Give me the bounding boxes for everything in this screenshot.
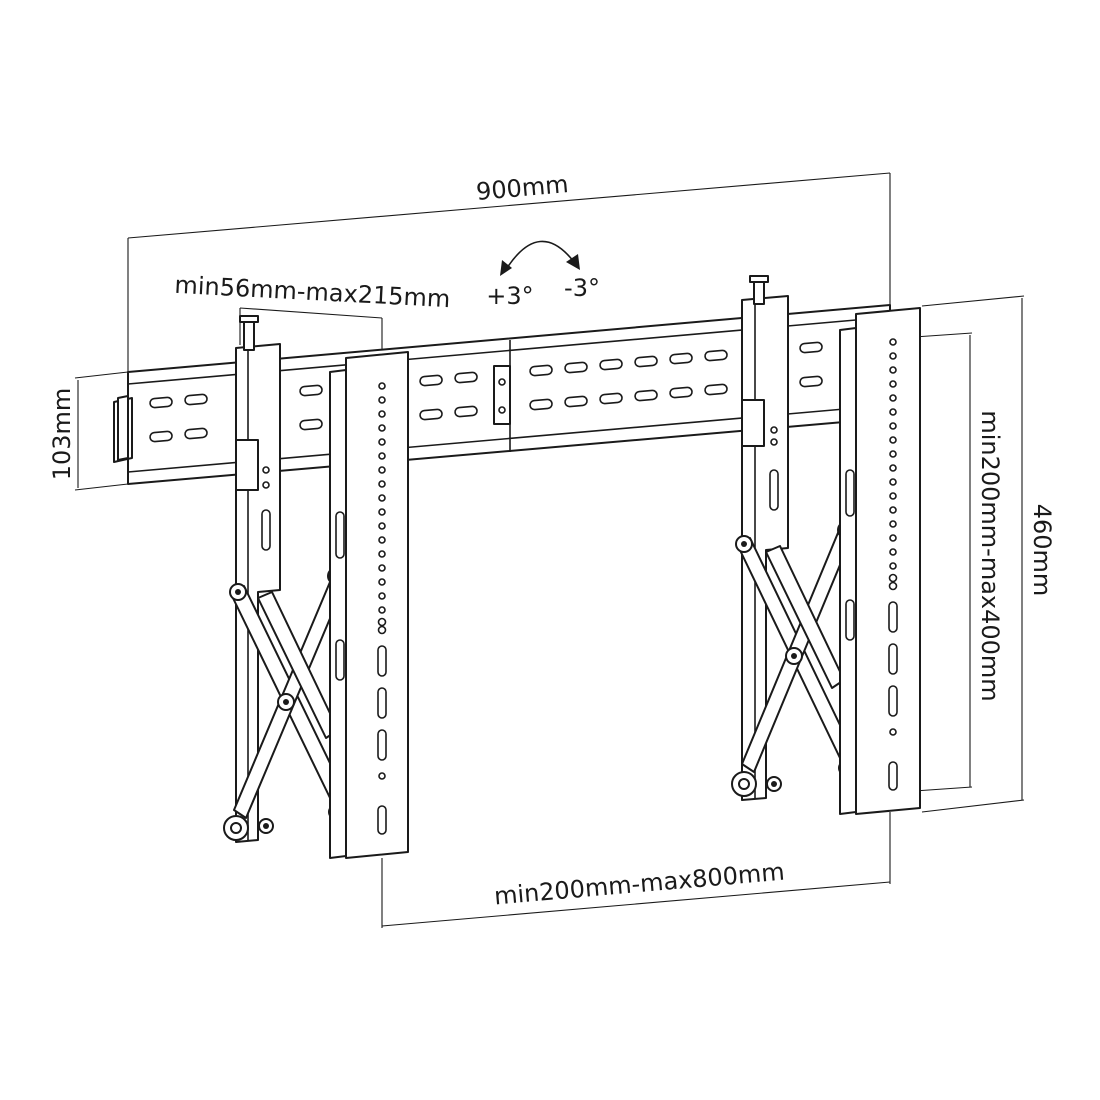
tilt-arrow-icon [500,240,580,276]
overall-height-label: 460mm [1028,504,1056,597]
vertical-pattern-label: min200mm-max400mm [976,410,1004,701]
arm-spacing-label: min56mm-max215mm [174,271,451,313]
horizontal-pattern-label: min200mm-max800mm [493,858,786,911]
rail-height-label: 103mm [48,388,76,481]
rail-slots [149,341,823,443]
tilt-minus-label: -3° [564,274,600,302]
dimension-lines [74,172,1025,928]
left-arm-assembly [223,315,409,859]
rail-width-label: 900mm [475,170,570,206]
left-plate-holes [377,382,387,835]
tilt-plus-label: +3° [486,282,533,310]
right-arm-assembly [731,275,921,815]
right-plate-holes [888,338,898,791]
